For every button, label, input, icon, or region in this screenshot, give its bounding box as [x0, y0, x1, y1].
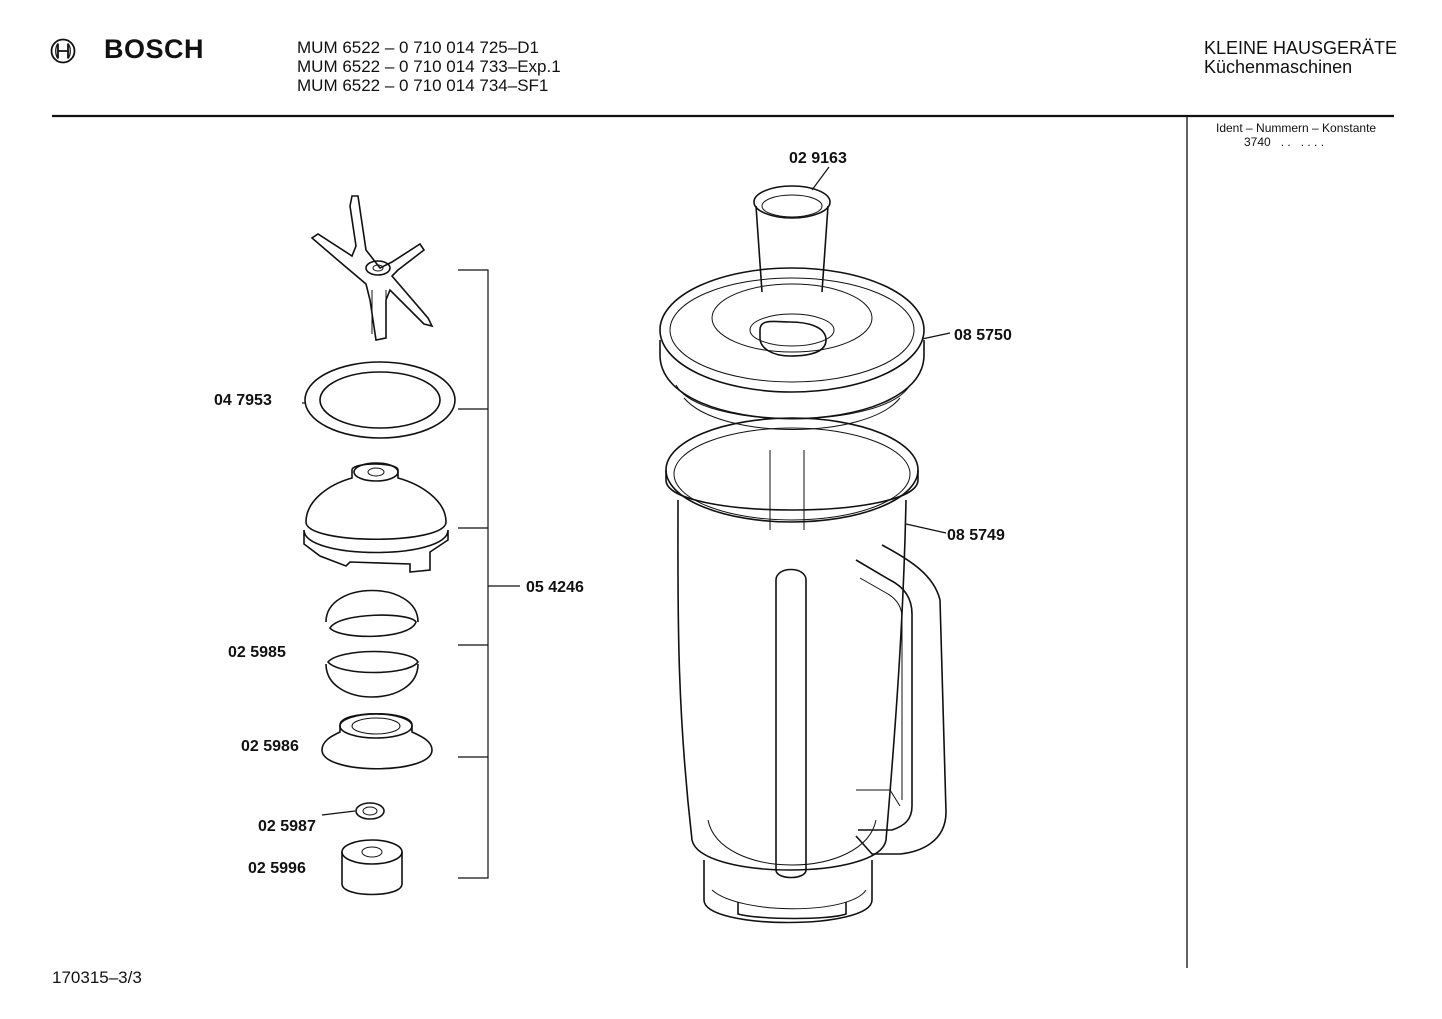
bosch-logo-icon: [50, 38, 76, 64]
brand-name: BOSCH: [104, 34, 205, 64]
category-title: KLEINE HAUSGERÄTE: [1204, 38, 1398, 58]
part-label-085750: 08 5750: [954, 327, 1012, 344]
part-label-025986: 02 5986: [241, 738, 299, 755]
model-line: MUM 6522 – 0 710 014 734–SF1: [297, 76, 549, 95]
category-block: KLEINE HAUSGERÄTE Küchenmaschinen: [1204, 39, 1397, 77]
seal-pair-drawing: [325, 589, 419, 698]
part-label-054246: 05 4246: [526, 579, 584, 596]
blade-assembly-drawing: [310, 195, 434, 341]
category-subtitle: Küchenmaschinen: [1204, 57, 1353, 77]
leader-lines: [302, 166, 951, 816]
bushing-drawing: [321, 713, 433, 770]
model-line: MUM 6522 – 0 710 014 725–D1: [297, 38, 539, 57]
coupling-drawing: [341, 839, 403, 896]
part-label-025996: 02 5996: [248, 860, 306, 877]
part-label-025985: 02 5985: [228, 644, 286, 661]
measuring-cup-drawing: [753, 185, 831, 293]
part-label-047953: 04 7953: [214, 392, 272, 409]
ident-number: 3740: [1244, 135, 1271, 149]
ident-title: Ident – Nummern – Konstante: [1216, 121, 1377, 135]
sealing-ring-drawing: [304, 361, 456, 439]
washer-drawing: [355, 802, 385, 820]
model-line: MUM 6522 – 0 710 014 733–Exp.1: [297, 57, 561, 76]
part-label-025987: 02 5987: [258, 818, 316, 835]
jug-body-drawing: [665, 417, 919, 924]
assembly-bracket: [458, 269, 520, 879]
jug-handle-drawing: [855, 544, 947, 855]
part-label-085749: 08 5749: [947, 527, 1005, 544]
part-label-029163: 02 9163: [789, 150, 847, 167]
ident-values: 3740 . . . . . .: [1244, 135, 1334, 149]
ident-dots: . . . .: [1300, 135, 1325, 149]
model-list: MUM 6522 – 0 710 014 725–D1 MUM 6522 – 0…: [297, 38, 561, 95]
sheet-number: 170315–3/3: [52, 968, 142, 987]
ident-dots: . .: [1280, 135, 1291, 149]
lid-drawing: [659, 267, 925, 430]
blade-carrier-drawing: [303, 462, 449, 573]
